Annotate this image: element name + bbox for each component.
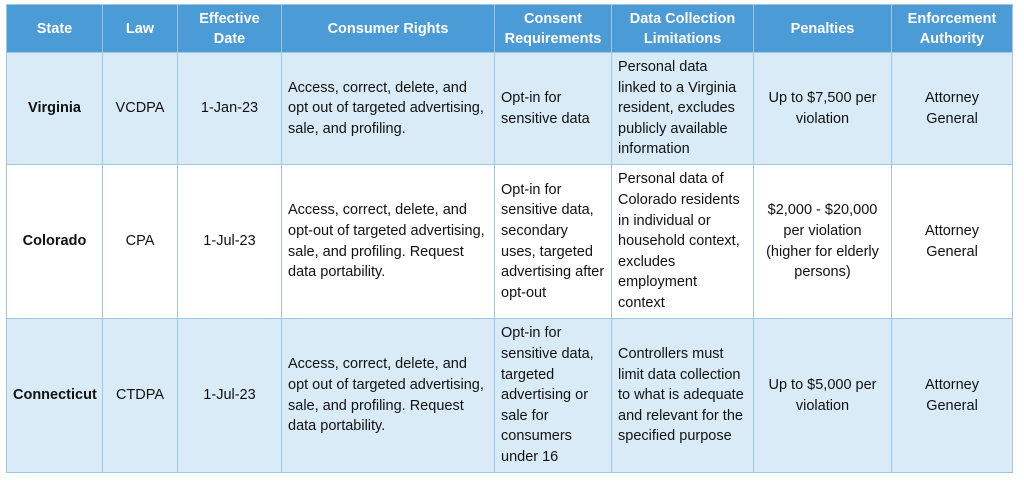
header-law: Law	[102, 4, 178, 53]
cell-consent-requirements: Opt-in for sensitive data, targeted adve…	[494, 318, 612, 473]
cell-penalties: $2,000 - $20,000 per violation (higher f…	[753, 164, 892, 319]
cell-penalties: Up to $5,000 per violation	[753, 318, 892, 473]
cell-state: Colorado	[6, 164, 103, 319]
header-effective-date: Effective Date	[177, 4, 282, 53]
cell-consent-requirements: Opt-in for sensitive data	[494, 52, 612, 165]
header-row: State Law Effective Date Consumer Rights…	[6, 4, 1013, 53]
cell-penalties: Up to $7,500 per violation	[753, 52, 892, 165]
cell-state: Connecticut	[6, 318, 103, 473]
table-header: State Law Effective Date Consumer Rights…	[6, 4, 1013, 53]
cell-enforcement-authority: Attorney General	[891, 318, 1013, 473]
cell-law: VCDPA	[102, 52, 178, 165]
header-consent-requirements: Consent Requirements	[494, 4, 612, 53]
cell-enforcement-authority: Attorney General	[891, 52, 1013, 165]
cell-consumer-rights: Access, correct, delete, and opt out of …	[281, 318, 495, 473]
table-body: Virginia VCDPA 1-Jan-23 Access, correct,…	[6, 52, 1013, 473]
table-row: Colorado CPA 1-Jul-23 Access, correct, d…	[6, 164, 1013, 319]
cell-state: Virginia	[6, 52, 103, 165]
privacy-law-table: State Law Effective Date Consumer Rights…	[6, 4, 1013, 473]
cell-consumer-rights: Access, correct, delete, and opt-out of …	[281, 164, 495, 319]
cell-consumer-rights: Access, correct, delete, and opt out of …	[281, 52, 495, 165]
header-penalties: Penalties	[753, 4, 892, 53]
table-row: Virginia VCDPA 1-Jan-23 Access, correct,…	[6, 52, 1013, 165]
header-data-collection-limitations: Data Collection Limitations	[611, 4, 754, 53]
cell-effective-date: 1-Jul-23	[177, 164, 282, 319]
cell-data-collection-limitations: Controllers must limit data collection t…	[611, 318, 754, 473]
cell-consent-requirements: Opt-in for sensitive data, secondary use…	[494, 164, 612, 319]
cell-data-collection-limitations: Personal data of Colorado residents in i…	[611, 164, 754, 319]
cell-enforcement-authority: Attorney General	[891, 164, 1013, 319]
cell-data-collection-limitations: Personal data linked to a Virginia resid…	[611, 52, 754, 165]
table-row: Connecticut CTDPA 1-Jul-23 Access, corre…	[6, 318, 1013, 473]
cell-effective-date: 1-Jul-23	[177, 318, 282, 473]
cell-law: CTDPA	[102, 318, 178, 473]
header-state: State	[6, 4, 103, 53]
cell-law: CPA	[102, 164, 178, 319]
header-enforcement-authority: Enforcement Authority	[891, 4, 1013, 53]
cell-effective-date: 1-Jan-23	[177, 52, 282, 165]
header-consumer-rights: Consumer Rights	[281, 4, 495, 53]
